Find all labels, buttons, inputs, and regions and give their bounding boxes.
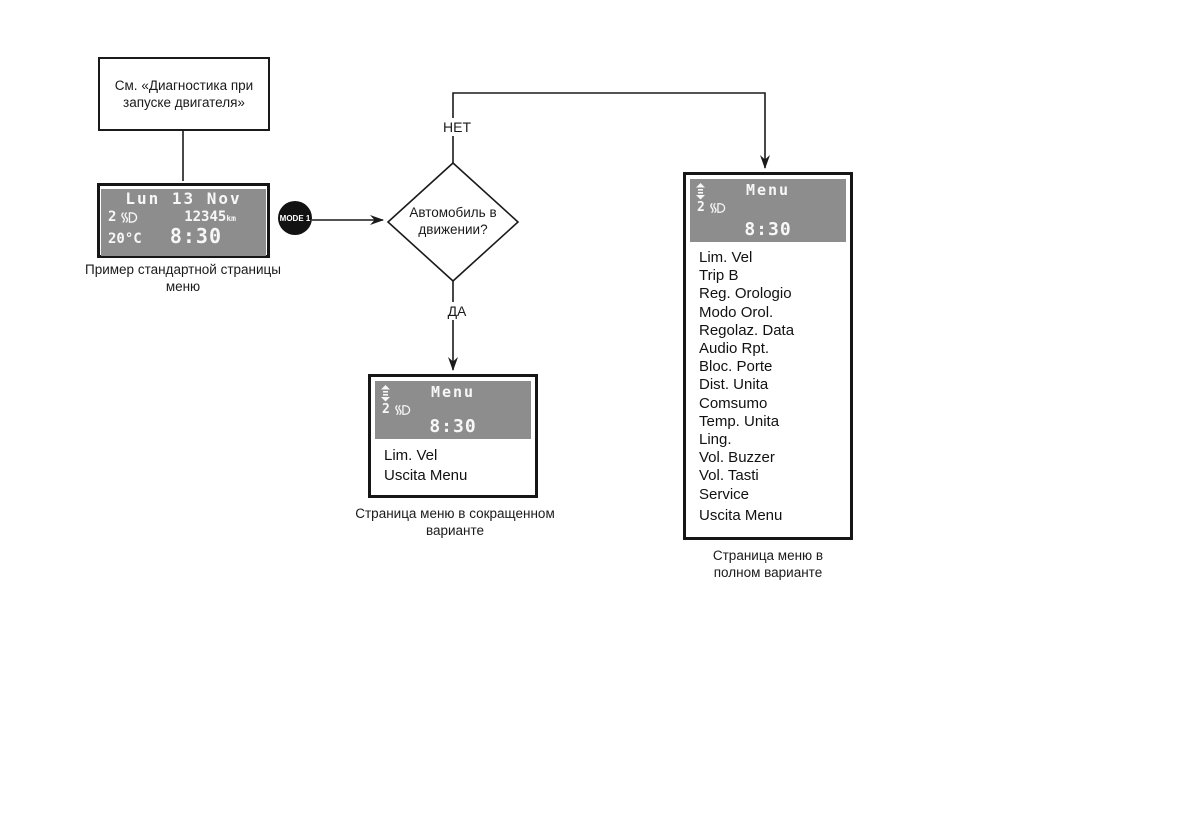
full-menu-caption: Страница меню в полном варианте: [712, 548, 824, 580]
diagnostics-note-box: См. «Диагностика при запуске двигателя»: [98, 57, 270, 131]
menu-item: Ling.: [699, 431, 732, 449]
odometer-value: 12345km: [184, 209, 236, 225]
full-menu-lamp-status: 2: [697, 200, 727, 215]
menu-item: Lim. Vel: [699, 249, 753, 266]
display-temperature: 20°C: [108, 231, 142, 247]
short-menu-header: Menu 2 8:30: [375, 381, 531, 439]
menu-item: Lim. Vel: [384, 447, 438, 464]
branch-label-yes: ДА: [435, 302, 479, 320]
short-menu-time: 8:30: [429, 416, 477, 437]
menu-item: Temp. Unita: [699, 412, 780, 430]
lamp-count: 2: [108, 209, 117, 225]
up-down-scroll-icon: [381, 385, 390, 402]
odometer-unit: km: [226, 214, 236, 223]
menu-item: Vol. Tasti: [699, 467, 759, 485]
menu-item: Comsumo: [699, 394, 768, 412]
short-menu-lamp-status: 2: [382, 402, 412, 417]
menu-item: Bloc. Porte: [699, 358, 773, 376]
standard-page-screen-display: Lun 13 Nov 2 12345km 2: [101, 189, 266, 256]
short-menu-title: Menu: [430, 383, 476, 401]
display-time: 8:30: [169, 224, 222, 248]
diagnostics-note-text: См. «Диагностика при запуске двигателя»: [114, 78, 254, 110]
low-beam-headlight-icon: [121, 211, 138, 223]
mode-button: MODE 1: [278, 201, 312, 235]
decision-diamond: [386, 161, 520, 283]
connector-no-branch: [452, 92, 770, 169]
lamp-count: 2: [382, 402, 390, 417]
menu-item: Trip B: [699, 267, 739, 285]
full-menu-time: 8:30: [744, 219, 792, 240]
up-down-scroll-icon: [696, 183, 705, 200]
menu-item: Vol. Buzzer: [699, 449, 775, 467]
menu-item: Modo Orol.: [699, 303, 774, 321]
short-menu-caption: Страница меню в сокращенном варианте: [355, 506, 555, 538]
menu-item: Uscita Menu: [699, 506, 783, 524]
standard-screen-caption: Пример стандартной страницы меню: [85, 262, 281, 294]
menu-item: Reg. Orologio: [699, 285, 792, 303]
branch-label-no: НЕТ: [433, 118, 481, 136]
lamp-status: 2: [108, 209, 139, 225]
menu-item: Dist. Unita: [699, 376, 769, 394]
menu-item: Service: [699, 485, 750, 503]
low-beam-headlight-icon: [709, 202, 726, 213]
full-menu-title: Menu: [745, 181, 791, 199]
mode-button-label: MODE 1: [279, 213, 311, 223]
display-date: Lun 13 Nov: [125, 189, 242, 208]
standard-page-screen: Lun 13 Nov 2 12345km 2: [97, 183, 270, 258]
decision-question: Автомобиль в движении?: [409, 205, 497, 237]
lamp-count: 2: [697, 200, 705, 215]
low-beam-headlight-icon: [394, 404, 411, 415]
menu-item: Regolaz. Data: [699, 321, 795, 339]
menu-item: Audio Rpt.: [699, 340, 770, 358]
menu-item: Uscita Menu: [384, 467, 468, 484]
full-menu-header: Menu 2 8:30: [690, 179, 846, 242]
